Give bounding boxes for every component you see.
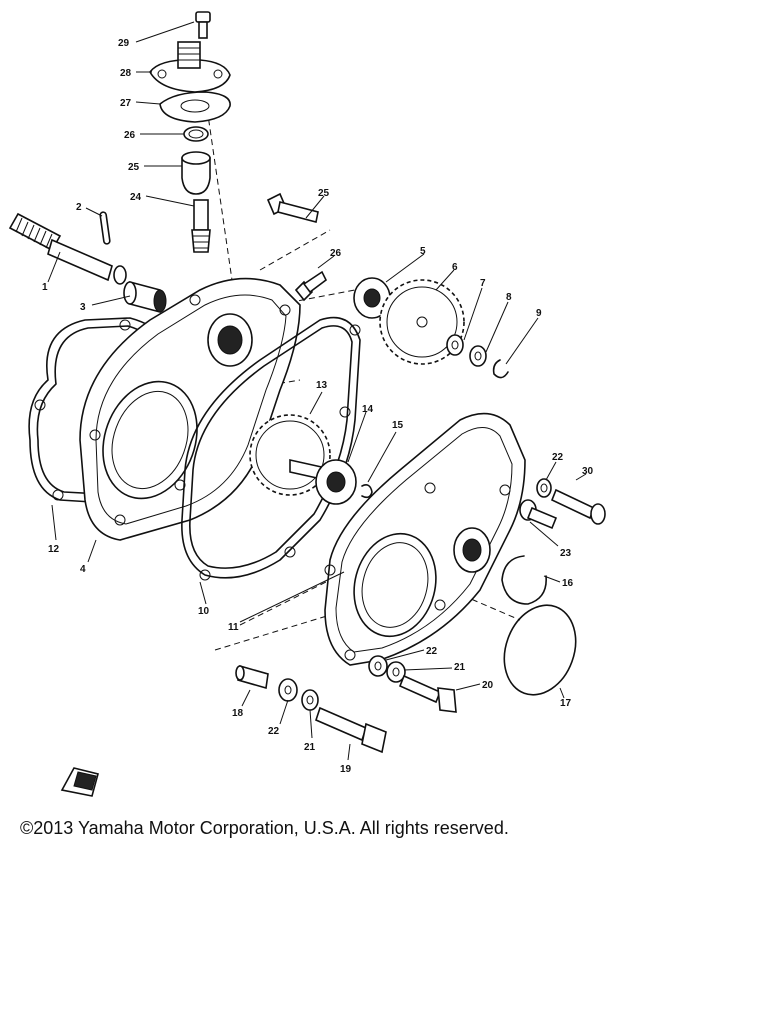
- part-label: 20: [482, 680, 494, 691]
- part-22-washer-middle: [368, 655, 388, 677]
- part-label: 2: [76, 202, 82, 213]
- part-7-washer: [446, 334, 464, 356]
- part-label: 18: [232, 708, 244, 719]
- part-label: 11: [228, 622, 239, 633]
- part-label: 6: [452, 262, 458, 273]
- part-label: 26: [124, 130, 136, 141]
- part-label: 4: [80, 564, 86, 575]
- part-14-bearing: [315, 459, 357, 505]
- part-label: 3: [80, 302, 86, 313]
- part-25-bolt: [266, 192, 319, 223]
- part-label: 22: [268, 726, 280, 737]
- part-label: 10: [198, 606, 210, 617]
- part-label: 29: [118, 38, 130, 49]
- part-15-clip: [361, 484, 373, 499]
- part-label: 28: [120, 68, 132, 79]
- part-label: 8: [506, 292, 512, 303]
- part-label: 16: [562, 578, 574, 589]
- part-label: 30: [582, 466, 594, 477]
- part-label: 21: [304, 742, 316, 753]
- part-label: 9: [536, 308, 542, 319]
- part-20-bolt: [398, 674, 457, 713]
- part-1-worm-shaft: [8, 212, 127, 285]
- part-label: 22: [552, 452, 564, 463]
- part-label: 13: [316, 380, 328, 391]
- part-label: 15: [392, 420, 404, 431]
- part-16-snap-ring: [501, 555, 547, 605]
- part-19-bolt: [315, 706, 387, 754]
- part-8-washer: [469, 345, 487, 367]
- part-labels: 29 28 27 26 25 24 2 1 3 25 26 5 6 7 8 9 …: [42, 38, 594, 775]
- part-label: 23: [560, 548, 572, 559]
- part-26-bolt: [294, 270, 328, 302]
- part-30-gasket: [159, 91, 231, 123]
- part-3-bushing: [123, 280, 167, 314]
- fwd-arrow-logo: [60, 767, 99, 797]
- part-18-dowel: [235, 664, 269, 690]
- leader-lines: [47, 21, 587, 761]
- copyright-notice: ©2013 Yamaha Motor Corporation, U.S.A. A…: [20, 818, 509, 838]
- part-label: 24: [130, 192, 142, 203]
- part-22-washer-upper: [536, 478, 552, 498]
- part-2-pin: [99, 211, 111, 245]
- part-label: 5: [420, 246, 426, 257]
- part-9-clip: [492, 359, 509, 379]
- part-label: 19: [340, 764, 352, 775]
- part-11-cover: [324, 412, 526, 666]
- part-label: 22: [426, 646, 438, 657]
- part-24-bolt: [550, 488, 606, 525]
- part-29-ring: [183, 126, 209, 142]
- part-31-fitting: [149, 41, 231, 93]
- part-label: 17: [560, 698, 572, 709]
- part-label: 26: [330, 248, 342, 259]
- part-13-gear: [249, 414, 336, 496]
- exploded-parts-diagram: 29 28 27 26 25 24 2 1 3 25 26 5 6 7 8 9 …: [8, 11, 606, 797]
- part-4-housing: [79, 277, 301, 541]
- part-6-gear: [379, 279, 465, 365]
- part-label: 27: [120, 98, 132, 109]
- part-label: 12: [48, 544, 60, 555]
- part-28-sleeve: [181, 151, 211, 195]
- part-23-bolt: [519, 499, 558, 530]
- part-27-shaft: [191, 199, 211, 253]
- part-17-o-ring: [503, 604, 577, 696]
- part-label: 21: [454, 662, 466, 673]
- part-21-washer-lower: [301, 689, 319, 711]
- part-22-washer-lower: [278, 678, 298, 702]
- part-21-washer-middle: [386, 661, 406, 683]
- part-label: 25: [318, 188, 330, 199]
- part-5-bearing: [353, 277, 391, 319]
- part-label: 25: [128, 162, 140, 173]
- part-label: 14: [362, 404, 374, 415]
- part-32-bolt: [195, 11, 211, 39]
- part-label: 7: [480, 278, 486, 289]
- part-label: 1: [42, 282, 48, 293]
